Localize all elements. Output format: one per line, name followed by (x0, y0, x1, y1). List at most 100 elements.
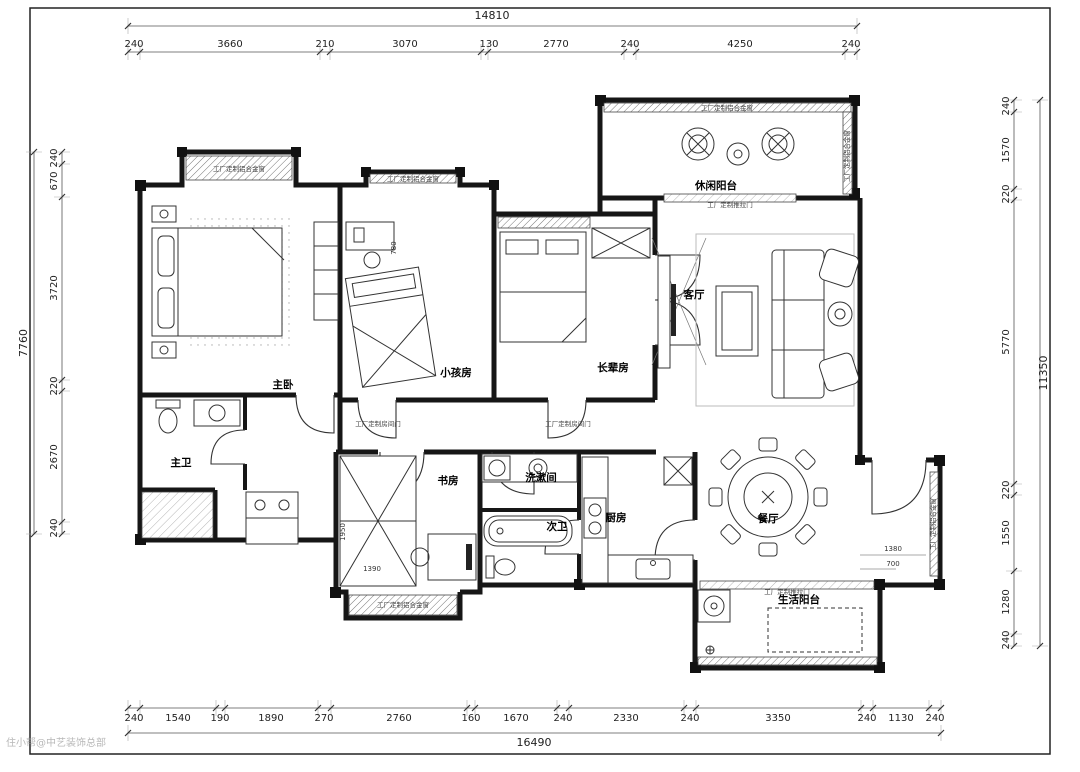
window-master-bay (185, 155, 293, 181)
balcony-table (726, 142, 750, 166)
room-label-kids: 小孩房 (439, 366, 472, 379)
room-label-dining: 餐厅 (757, 512, 779, 525)
window-balcony-top (603, 102, 852, 113)
anno-dim-700: 700 (886, 560, 899, 568)
door-kids (357, 399, 397, 439)
sink (635, 558, 671, 580)
dim-bottom-6: 160 (461, 713, 480, 724)
armchair-b (818, 352, 860, 392)
armchair-a (818, 248, 860, 288)
dim-bottom-total: 16490 (517, 736, 552, 749)
window-dining-right (929, 471, 939, 577)
dim-bottom-5: 2760 (386, 713, 411, 724)
dim-bottom-10: 240 (680, 713, 699, 724)
dim-bottom-1: 1540 (165, 713, 190, 724)
watermark: 住小帮@中艺装饰总部 (6, 736, 106, 749)
door-master-bath (210, 429, 246, 465)
window-study-bay (348, 594, 458, 616)
dimension-labels: 14810 240 3660 210 3070 130 2770 240 425… (17, 9, 1050, 749)
dim-top-4: 130 (479, 39, 498, 50)
window-elder-top (497, 216, 591, 229)
dim-left-4: 2670 (49, 444, 60, 469)
dim-bottom-9: 2330 (613, 713, 638, 724)
dim-top-0: 240 (124, 39, 143, 50)
flue-alcove (141, 491, 214, 539)
dim-bottom-4: 270 (314, 713, 333, 724)
washroom-furniture (481, 453, 578, 483)
study-furniture (339, 455, 477, 587)
dim-left-1: 670 (49, 171, 60, 190)
dim-bottom-14: 240 (925, 713, 944, 724)
window-balcony-right (842, 111, 853, 195)
tv (671, 284, 676, 336)
dim-right-0: 240 (1001, 96, 1012, 115)
dim-top-8: 240 (841, 39, 860, 50)
dim-right-4: 220 (1001, 480, 1012, 499)
anno-window-study: 工厂定制铝合金窗 (377, 600, 429, 609)
sliding-door-life-balcony (699, 580, 875, 590)
master-bath-sink (208, 404, 226, 422)
door-elder (547, 399, 587, 439)
room-label-master: 主卧 (273, 378, 294, 391)
room-label-second-bath: 次卫 (547, 520, 568, 533)
study-chair (410, 547, 430, 567)
dim-top-3: 3070 (392, 39, 417, 50)
wash-sink (528, 458, 548, 478)
dim-top-6: 240 (620, 39, 639, 50)
window-kids-bay (369, 173, 457, 184)
second-bath-furniture (483, 515, 573, 579)
drawing-border (29, 7, 1051, 755)
anno-dim-1950: 1950 (339, 523, 347, 541)
dim-left-total: 7760 (17, 329, 30, 357)
kitchen-furniture (581, 456, 694, 584)
dim-bottom-11: 3350 (765, 713, 790, 724)
dim-left-2: 3720 (49, 275, 60, 300)
balcony-cabinet (767, 607, 863, 653)
room-label-study: 书房 (438, 474, 459, 487)
anno-sliding-balcony: 工厂定制推拉门 (707, 200, 753, 209)
anno-window-balcony-top: 工厂定制铝合金窗 (701, 103, 753, 112)
dim-bottom-0: 240 (124, 713, 143, 724)
dim-left-3: 220 (49, 376, 60, 395)
master-bath-furniture (155, 399, 241, 434)
anno-window-master: 工厂定制铝合金窗 (213, 164, 265, 173)
dim-bottom-7: 1670 (503, 713, 528, 724)
dim-right-7: 240 (1001, 630, 1012, 649)
door-master (295, 394, 335, 434)
room-label-elder: 长辈房 (597, 361, 629, 374)
room-labels: 休闲阳台 客厅 主卧 小孩房 长辈房 主卫 书房 洗漱间 次卫 厨房 餐厅 生活… (171, 179, 821, 606)
room-label-master-bath: 主卫 (171, 456, 192, 469)
anno-dim-780: 780 (390, 241, 398, 254)
anno-door-elder: 工厂定制房间门 (545, 419, 591, 428)
washing-machine (697, 589, 731, 623)
anno-sliding-life-balcony: 工厂定制推拉门 (764, 587, 810, 596)
room-label-leisure-balcony: 休闲阳台 (694, 179, 737, 192)
bathtub (483, 515, 573, 547)
tv-cabinet (657, 255, 671, 369)
dim-top-7: 4250 (727, 39, 752, 50)
dim-bottom-3: 1890 (258, 713, 283, 724)
room-label-living: 客厅 (683, 288, 705, 301)
master-wardrobe (313, 221, 339, 321)
dim-top-2: 210 (315, 39, 334, 50)
toilet-master (158, 408, 178, 434)
dim-bottom-2: 190 (210, 713, 229, 724)
dim-left-0: 240 (49, 148, 60, 167)
dim-right-2: 220 (1001, 184, 1012, 203)
anno-door-kids: 工厂定制房间门 (355, 419, 401, 428)
window-life-balcony (697, 656, 878, 666)
dining-furniture (708, 437, 828, 557)
dim-bottom-12: 240 (857, 713, 876, 724)
windows (141, 102, 939, 666)
dimension-lines (26, 18, 1048, 741)
anno-window-kids: 工厂定制铝合金窗 (387, 174, 439, 183)
dim-right-5: 1550 (1001, 520, 1012, 545)
columns (135, 95, 945, 673)
furniture (151, 127, 863, 655)
anno-dim-1390: 1390 (363, 565, 381, 573)
sofa (771, 249, 825, 399)
side-table (827, 301, 853, 327)
room-label-kitchen: 厨房 (606, 511, 627, 524)
dim-right-6: 1280 (1001, 589, 1012, 614)
